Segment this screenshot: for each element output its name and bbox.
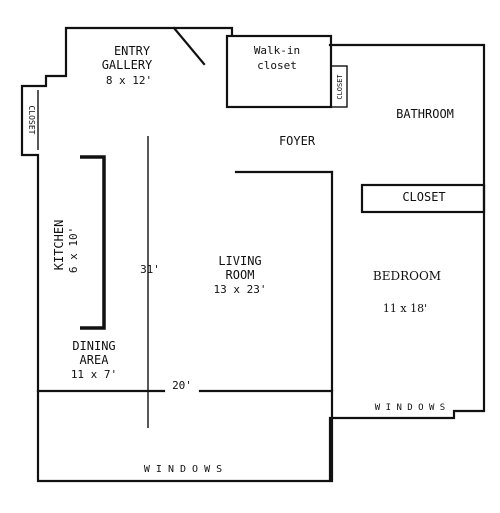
length-dimension: 31' xyxy=(140,263,160,276)
kitchen-label: KITCHEN xyxy=(52,220,66,271)
dining-area-label-2: AREA xyxy=(80,353,110,367)
living-room-label-2: ROOM xyxy=(226,268,255,282)
bedroom-label: BEDROOM xyxy=(373,269,441,283)
entry-gallery-label: ENTRY xyxy=(114,44,151,58)
entry-gallery-label-2: GALLERY xyxy=(102,58,153,72)
closet-outline xyxy=(360,183,486,214)
foyer-label: FOYER xyxy=(279,134,316,148)
left-closet-label: CLOSET xyxy=(27,106,36,135)
windows-right-label: W I N D O W S xyxy=(375,403,445,413)
living-room-label: LIVING xyxy=(218,254,261,268)
walk-in-closet-label: Walk-in xyxy=(254,44,300,57)
kitchen-counter xyxy=(80,155,106,330)
dining-area-size: 11 x 7' xyxy=(71,368,117,381)
bathroom-label: BATHROOM xyxy=(396,107,454,121)
kitchen-size: 6 x 10' xyxy=(67,227,80,273)
bedroom-size: 11 x 18' xyxy=(383,302,427,315)
closet-label: CLOSET xyxy=(402,190,445,204)
outer-wall xyxy=(20,26,486,483)
width-dimension: 20' xyxy=(172,379,192,392)
entry-gallery-size: 8 x 12' xyxy=(106,74,152,87)
small-closet-outline xyxy=(330,65,348,108)
living-room-size: 13 x 23' xyxy=(214,283,267,296)
entry-door xyxy=(172,26,206,66)
dining-area-label: DINING xyxy=(72,339,115,353)
small-closet-label: CLOSET xyxy=(336,74,344,100)
walk-in-closet-label-2: closet xyxy=(257,59,297,72)
windows-bottom-label: W I N D O W S xyxy=(144,464,222,475)
